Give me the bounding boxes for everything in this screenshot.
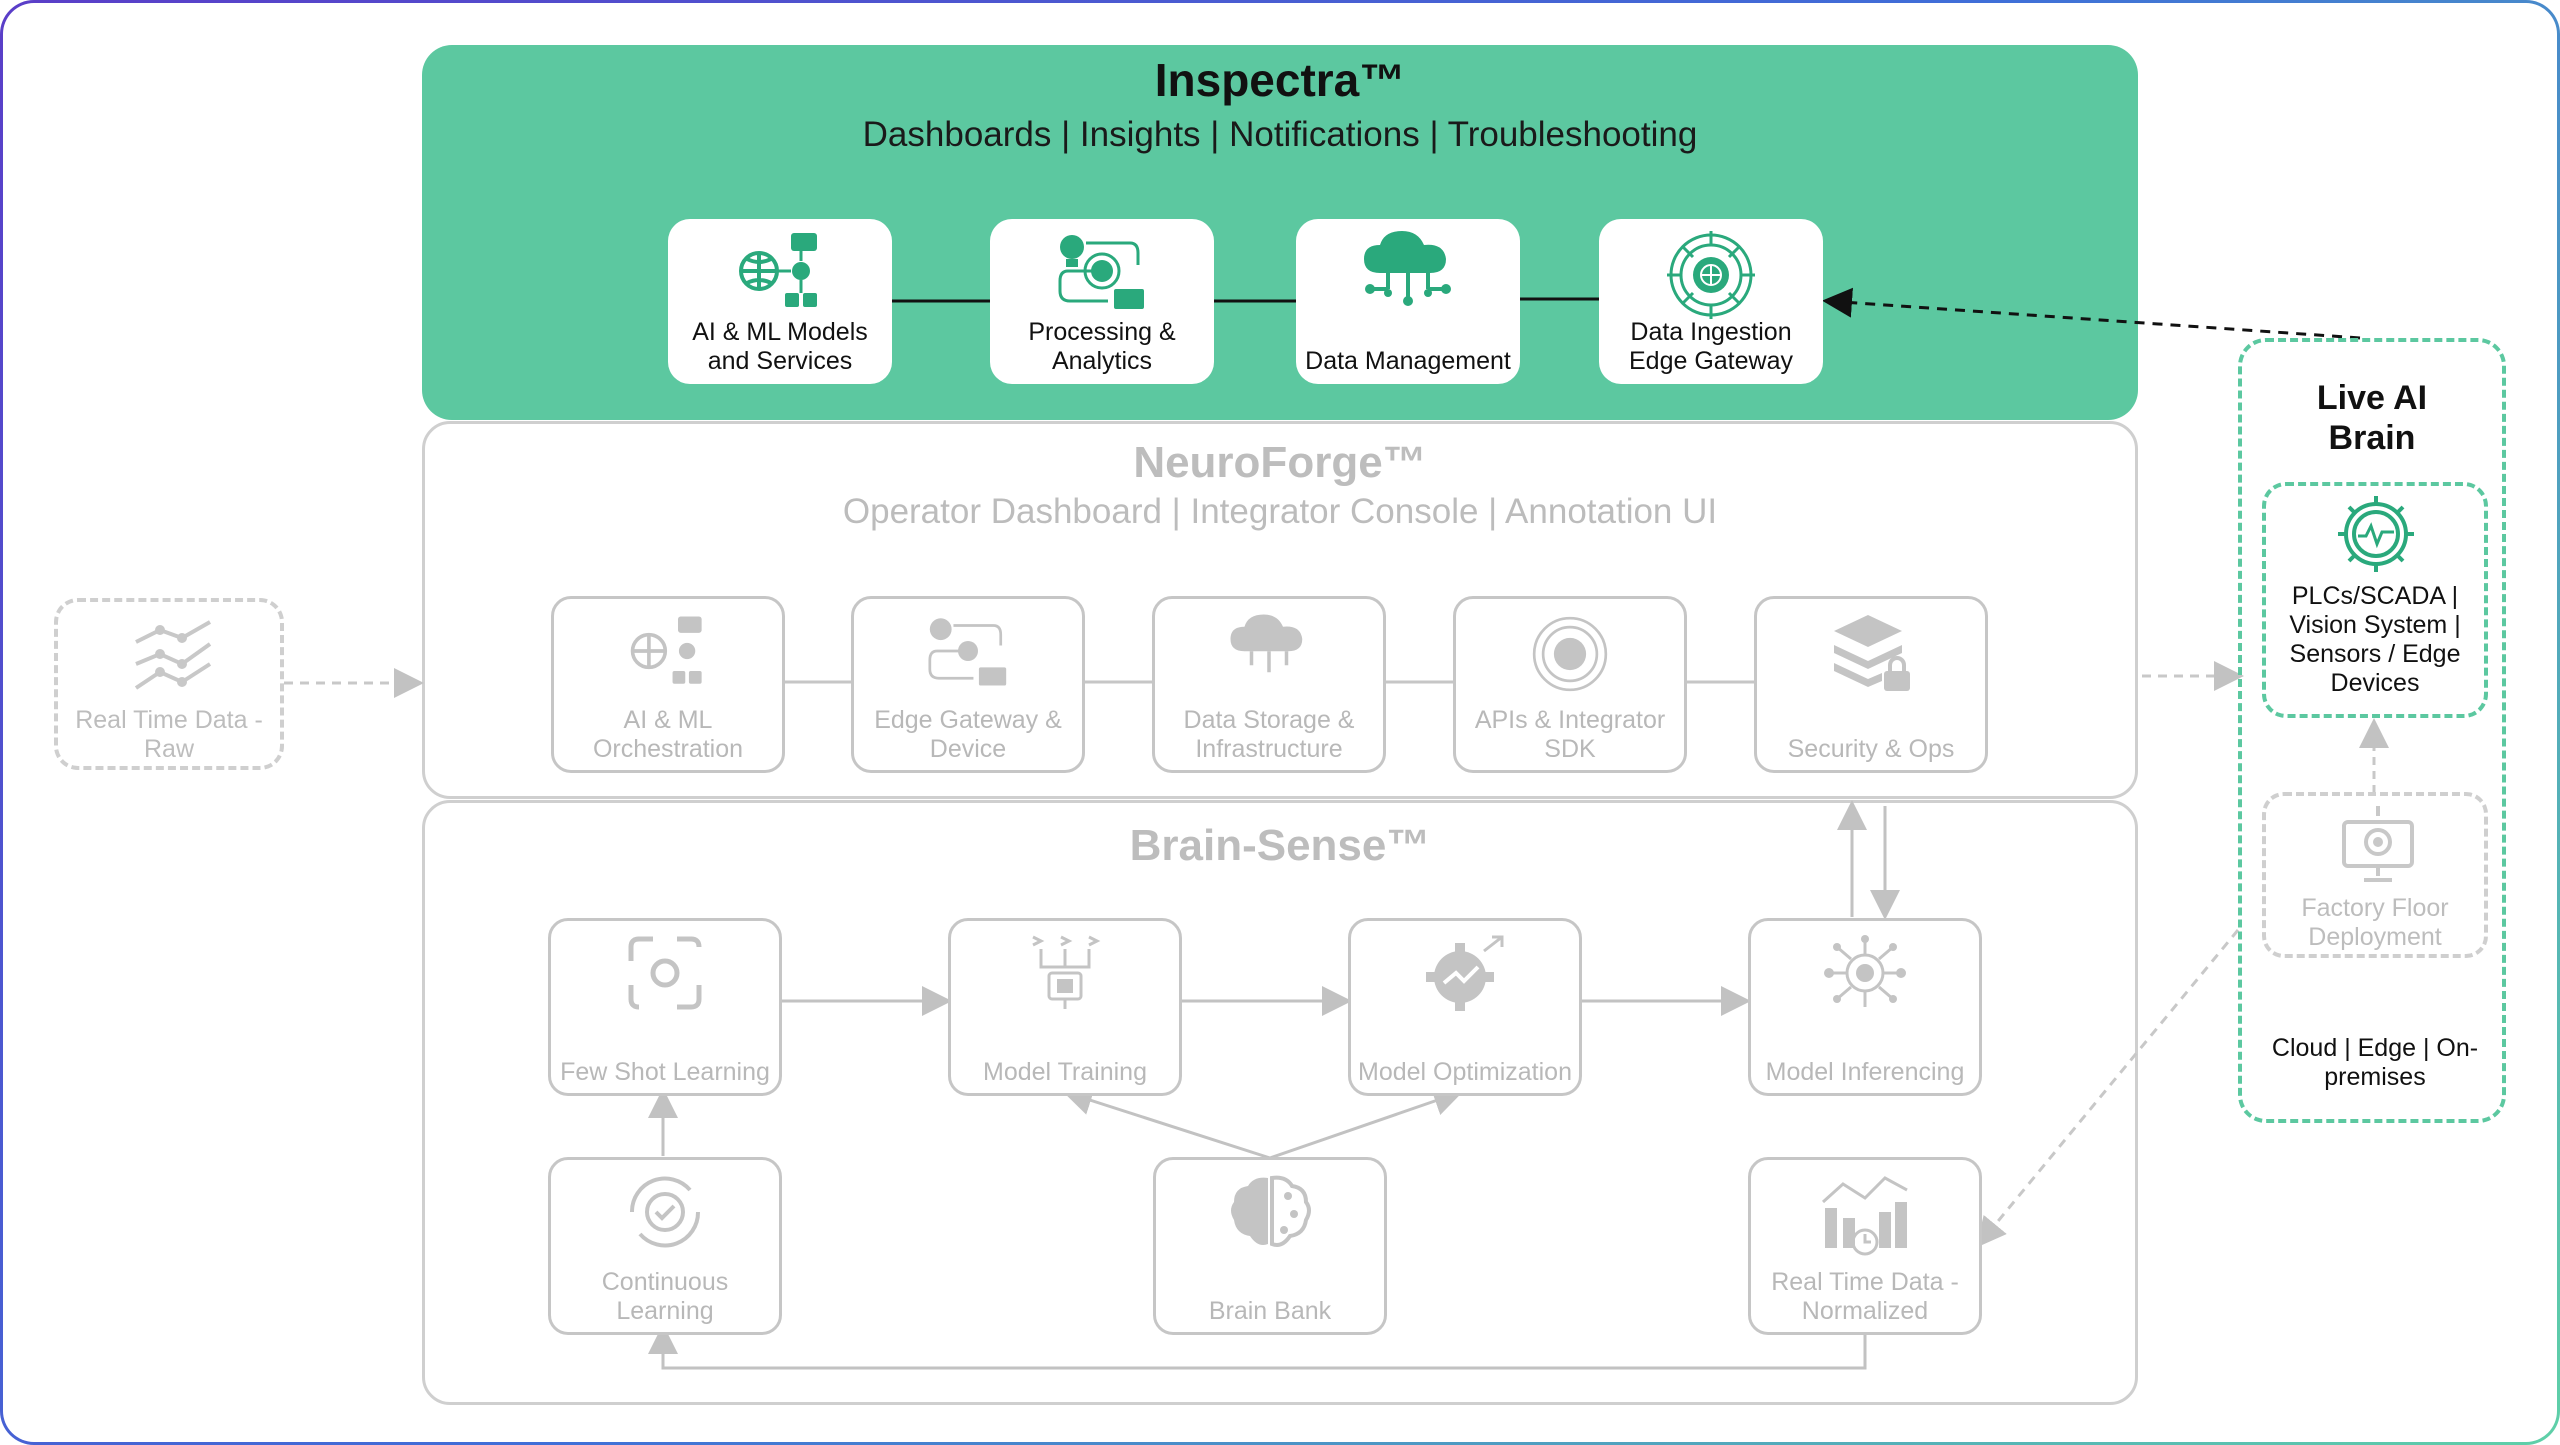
cloud-network-icon (1364, 231, 1451, 306)
ai-ml-orchestration-icon (630, 616, 702, 684)
card-label: AI & ML Models and Services (692, 318, 868, 375)
card-few-shot-learning[interactable]: Few Shot Learning (548, 918, 782, 1096)
inspectra-subtitle: Dashboards | Insights | Notifications | … (862, 115, 1698, 154)
card-label: Few Shot Learning (560, 1058, 770, 1086)
card-ai-ml-models[interactable]: AI & ML Models and Services (668, 219, 892, 384)
card-apis-sdk[interactable]: APIs & Integrator SDK (1453, 596, 1687, 773)
layers-lock-icon (1834, 615, 1910, 691)
card-label: Data Management (1305, 347, 1511, 375)
card-label: Security & Ops (1787, 735, 1955, 763)
ai-ml-models-icon (739, 233, 817, 307)
devices-label: PLCs/SCADA | Vision System | Sensors / E… (2289, 582, 2461, 697)
brain-circuit-icon (1824, 935, 1906, 1007)
card-processing-analytics[interactable]: Processing & Analytics (990, 219, 1214, 384)
bar-chart-clock-icon (1821, 1176, 1908, 1256)
processing-analytics-icon (1058, 235, 1144, 309)
card-real-time-normalized[interactable]: Real Time Data - Normalized (1748, 1157, 1982, 1335)
raw-data-label: Real Time Data - Raw (75, 706, 263, 763)
card-data-management[interactable]: Data Management (1296, 219, 1520, 384)
card-label: Model Optimization (1358, 1058, 1572, 1086)
live-brain-title: Live AI Brain (2316, 379, 2428, 457)
card-model-optimization[interactable]: Model Optimization (1348, 918, 1582, 1096)
card-model-inferencing[interactable]: Model Inferencing (1748, 918, 1982, 1096)
gateway-globe-icon (1667, 231, 1755, 319)
card-brain-bank[interactable]: Brain Bank (1153, 1157, 1387, 1335)
card-model-training[interactable]: Model Training (948, 918, 1182, 1096)
neuroforge-title: NeuroForge™ (1133, 438, 1427, 487)
card-label: Model Training (983, 1058, 1147, 1086)
card-label: AI & ML Orchestration (592, 706, 744, 763)
neuroforge-subtitle: Operator Dashboard | Integrator Console … (842, 492, 1718, 531)
inspectra-title: Inspectra™ (1154, 54, 1406, 106)
card-ai-ml-orchestration[interactable]: AI & ML Orchestration (551, 596, 785, 773)
card-continuous-learning[interactable]: Continuous Learning (548, 1157, 782, 1335)
edge-gateway-icon (928, 618, 1007, 686)
chip-icon (1032, 935, 1101, 1009)
raw-data-box[interactable]: Real Time Data - Raw (54, 598, 284, 770)
gear-pulse-icon (2338, 496, 2414, 572)
card-label: Real Time Data - Normalized (1771, 1268, 1959, 1325)
factory-floor-box[interactable]: Factory Floor Deployment (2262, 792, 2488, 958)
card-label: Edge Gateway & Device (874, 706, 1062, 763)
cloud-network-icon (1230, 614, 1303, 673)
card-security-ops[interactable]: Security & Ops (1754, 596, 1988, 773)
card-label: Data Ingestion Edge Gateway (1629, 318, 1793, 375)
factory-label: Factory Floor Deployment (2301, 894, 2449, 951)
monitor-gear-icon (2342, 806, 2414, 882)
camera-focus-icon (628, 936, 702, 1010)
gear-cycle-icon (629, 1176, 701, 1248)
card-data-storage[interactable]: Data Storage & Infrastructure (1152, 596, 1386, 773)
card-label: Model Inferencing (1765, 1058, 1965, 1086)
card-data-ingestion[interactable]: Data Ingestion Edge Gateway (1599, 219, 1823, 384)
card-label: APIs & Integrator SDK (1474, 706, 1666, 763)
card-edge-gateway[interactable]: Edge Gateway & Device (851, 596, 1085, 773)
card-label: Continuous Learning (601, 1268, 729, 1325)
card-label: Processing & Analytics (1028, 318, 1176, 375)
live-ai-brain-box[interactable]: Live AI Brain PLCs/SCADA | Vision System… (2238, 338, 2506, 1123)
api-globe-icon (1532, 616, 1608, 692)
card-label: Data Storage & Infrastructure (1183, 706, 1355, 763)
gear-optimize-icon (1426, 935, 1504, 1011)
deploy-label: Cloud | Edge | On-premises (2271, 1034, 2479, 1091)
card-label: Brain Bank (1208, 1297, 1332, 1325)
brainsense-title: Brain-Sense™ (1129, 821, 1431, 870)
devices-box[interactable]: PLCs/SCADA | Vision System | Sensors / E… (2262, 482, 2488, 718)
line-chart-icon (134, 620, 212, 690)
brain-icon (1231, 1175, 1311, 1247)
